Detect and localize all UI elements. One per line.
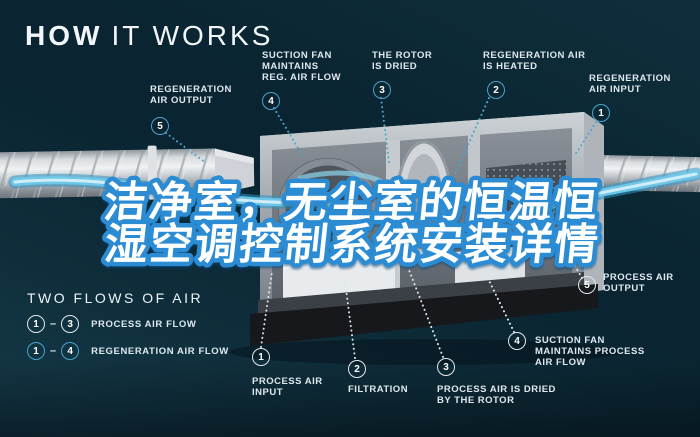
callout-regeneration-3: THE ROTOR IS DRIED 3 xyxy=(372,50,433,99)
legend-label: REGENERATION AIR FLOW xyxy=(91,345,229,357)
callout-label: PROCESS AIR IS DRIED BY THE ROTOR xyxy=(437,384,556,406)
callout-process-4: 4 SUCTION FAN MAINTAINS PROCESS AIR FLOW xyxy=(508,332,645,368)
callout-number-badge: 2 xyxy=(348,360,366,378)
callout-process-2: 2 FILTRATION xyxy=(348,360,408,395)
callout-number-badge: 3 xyxy=(437,358,455,376)
callout-number-badge: 4 xyxy=(508,332,526,350)
callout-label: PROCESS AIR OUTPUT xyxy=(603,272,674,294)
callout-label: REGENERATION AIR IS HEATED xyxy=(483,50,586,72)
page-title: HOW IT WORKS xyxy=(25,20,273,52)
legend-title: TWO FLOWS OF AIR xyxy=(27,290,204,306)
legend-label: PROCESS AIR FLOW xyxy=(91,318,197,330)
callout-regeneration-4: SUCTION FAN MAINTAINS REG. AIR FLOW 4 xyxy=(262,50,341,110)
callout-regeneration-5: REGENERATION AIR OUTPUT 5 xyxy=(150,84,232,135)
headline-line-2: 湿空调控制系统安装详情 xyxy=(102,221,602,269)
legend-number-badge: 3 xyxy=(61,315,80,333)
legend-dash: – xyxy=(50,318,57,330)
callout-regeneration-2: REGENERATION AIR IS HEATED 2 xyxy=(483,50,586,99)
callout-process-3: 3 PROCESS AIR IS DRIED BY THE ROTOR xyxy=(437,358,556,406)
page-title-bold: HOW xyxy=(25,20,103,51)
callout-regeneration-1: REGENERATION AIR INPUT 1 xyxy=(589,73,671,122)
dehumidifier-cabinet xyxy=(250,112,604,346)
callout-label: THE ROTOR IS DRIED xyxy=(372,50,433,72)
callout-label: REGENERATION AIR OUTPUT xyxy=(150,84,232,106)
callout-label: REGENERATION AIR INPUT xyxy=(589,73,671,95)
legend-number-badge: 1 xyxy=(27,342,45,360)
callout-label: FILTRATION xyxy=(348,384,409,395)
callout-label: SUCTION FAN MAINTAINS REG. AIR FLOW xyxy=(262,50,341,83)
regen-leader-lines xyxy=(165,97,597,186)
callout-number-badge: 2 xyxy=(487,81,505,99)
callout-number-badge: 3 xyxy=(373,81,391,99)
callout-label: PROCESS AIR INPUT xyxy=(252,376,323,398)
heater-section xyxy=(478,160,570,250)
callout-process-1: 1 PROCESS AIR INPUT xyxy=(252,348,323,398)
callout-number-badge: 1 xyxy=(592,104,610,122)
callout-number-badge: 1 xyxy=(252,348,270,366)
callout-number-badge: 4 xyxy=(262,92,280,110)
callout-number-badge: 5 xyxy=(578,276,596,294)
legend-two-flows: TWO FLOWS OF AIR 1 – 3 PROCESS AIR FLOW … xyxy=(27,290,229,360)
airflow-arrows xyxy=(8,167,700,239)
legend-row-process: 1 – 3 PROCESS AIR FLOW xyxy=(27,315,229,333)
page-title-light: IT WORKS xyxy=(111,20,274,51)
callout-number-badge: 5 xyxy=(151,117,169,135)
legend-dash: – xyxy=(50,345,57,357)
legend-row-regeneration: 1 – 4 REGENERATION AIR FLOW xyxy=(27,342,229,360)
callout-process-5: 5 PROCESS AIR OUTPUT xyxy=(578,272,674,294)
callout-label: SUCTION FAN MAINTAINS PROCESS AIR FLOW xyxy=(535,335,645,368)
legend-number-badge: 1 xyxy=(27,315,45,333)
legend-number-badge: 4 xyxy=(61,342,80,360)
headline-line-1: 洁净室，无尘室的恒温恒 xyxy=(102,179,602,227)
process-leader-lines xyxy=(260,253,583,359)
